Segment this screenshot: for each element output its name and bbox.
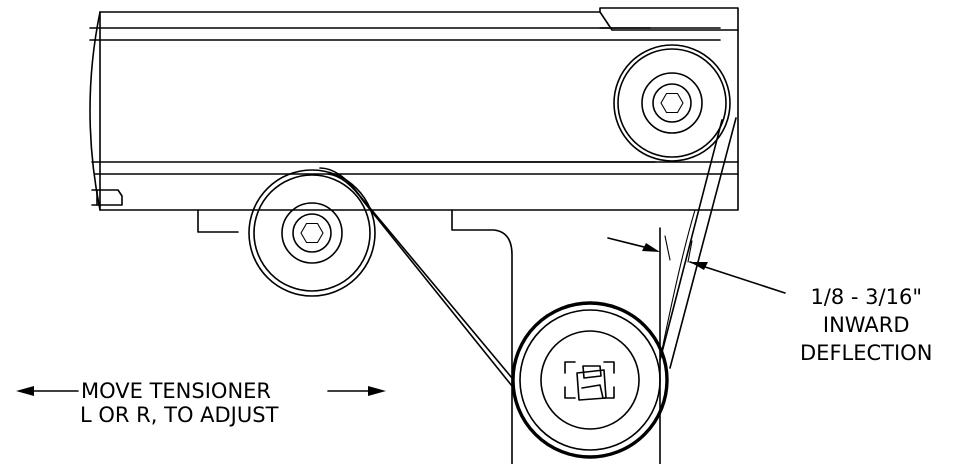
deflection-line1: 1/8 - 3/16" — [810, 285, 922, 309]
tensioner-pulley — [511, 301, 669, 459]
hex-socket-icon — [660, 92, 684, 114]
arrow-right-icon — [368, 386, 386, 396]
move-arrows — [16, 386, 386, 396]
deflection-line2: INWARD — [822, 313, 910, 337]
deflection-line3: DEFLECTION — [800, 341, 933, 365]
lower-idler-pulley — [248, 169, 376, 297]
arrow-left-icon — [16, 386, 34, 396]
move-tensioner-line2: L OR R, TO ADJUST — [80, 403, 279, 427]
hex-socket-icon — [300, 222, 324, 244]
deflection-label: 1/8 - 3/16" INWARD DEFLECTION — [800, 283, 932, 367]
move-tensioner-label: MOVE TENSIONER L OR R, TO ADJUST — [80, 379, 279, 427]
frame-housing — [89, 7, 739, 211]
move-tensioner-line1: MOVE TENSIONER — [81, 379, 272, 403]
upper-idler-pulley — [613, 44, 731, 162]
deflection-dimension — [607, 235, 786, 294]
